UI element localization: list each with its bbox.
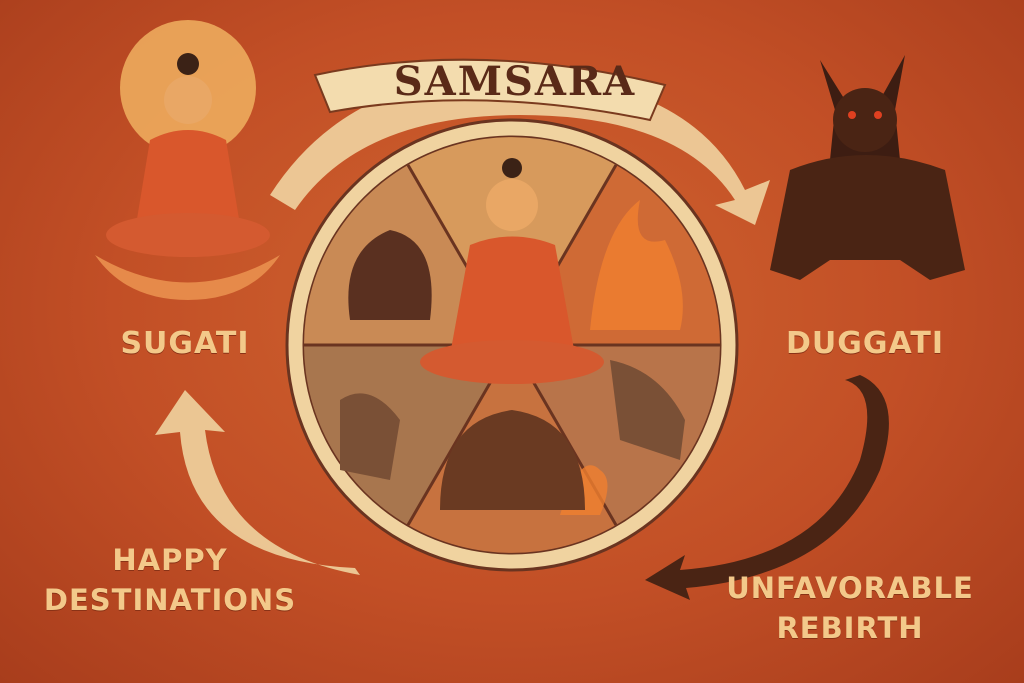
sugati-label: SUGATI (120, 326, 250, 361)
title-banner (313, 58, 667, 122)
duggati-demon-figure (770, 55, 965, 280)
sugati-buddha-figure (95, 53, 280, 300)
caption-line: HAPPY (112, 543, 228, 577)
caption-line: UNFAVORABLE (726, 571, 974, 605)
happy-destinations-caption: HAPPY DESTINATIONS (20, 540, 320, 620)
duggati-label: DUGGATI (785, 326, 945, 361)
caption-line: DESTINATIONS (43, 583, 297, 617)
title: SAMSARA (393, 58, 637, 105)
dark-arrow (645, 375, 889, 600)
unfavorable-rebirth-caption: UNFAVORABLE REBIRTH (700, 568, 1000, 648)
light-arrow (155, 390, 360, 575)
wheel-of-samsara (285, 118, 739, 572)
caption-line: REBIRTH (776, 611, 924, 645)
